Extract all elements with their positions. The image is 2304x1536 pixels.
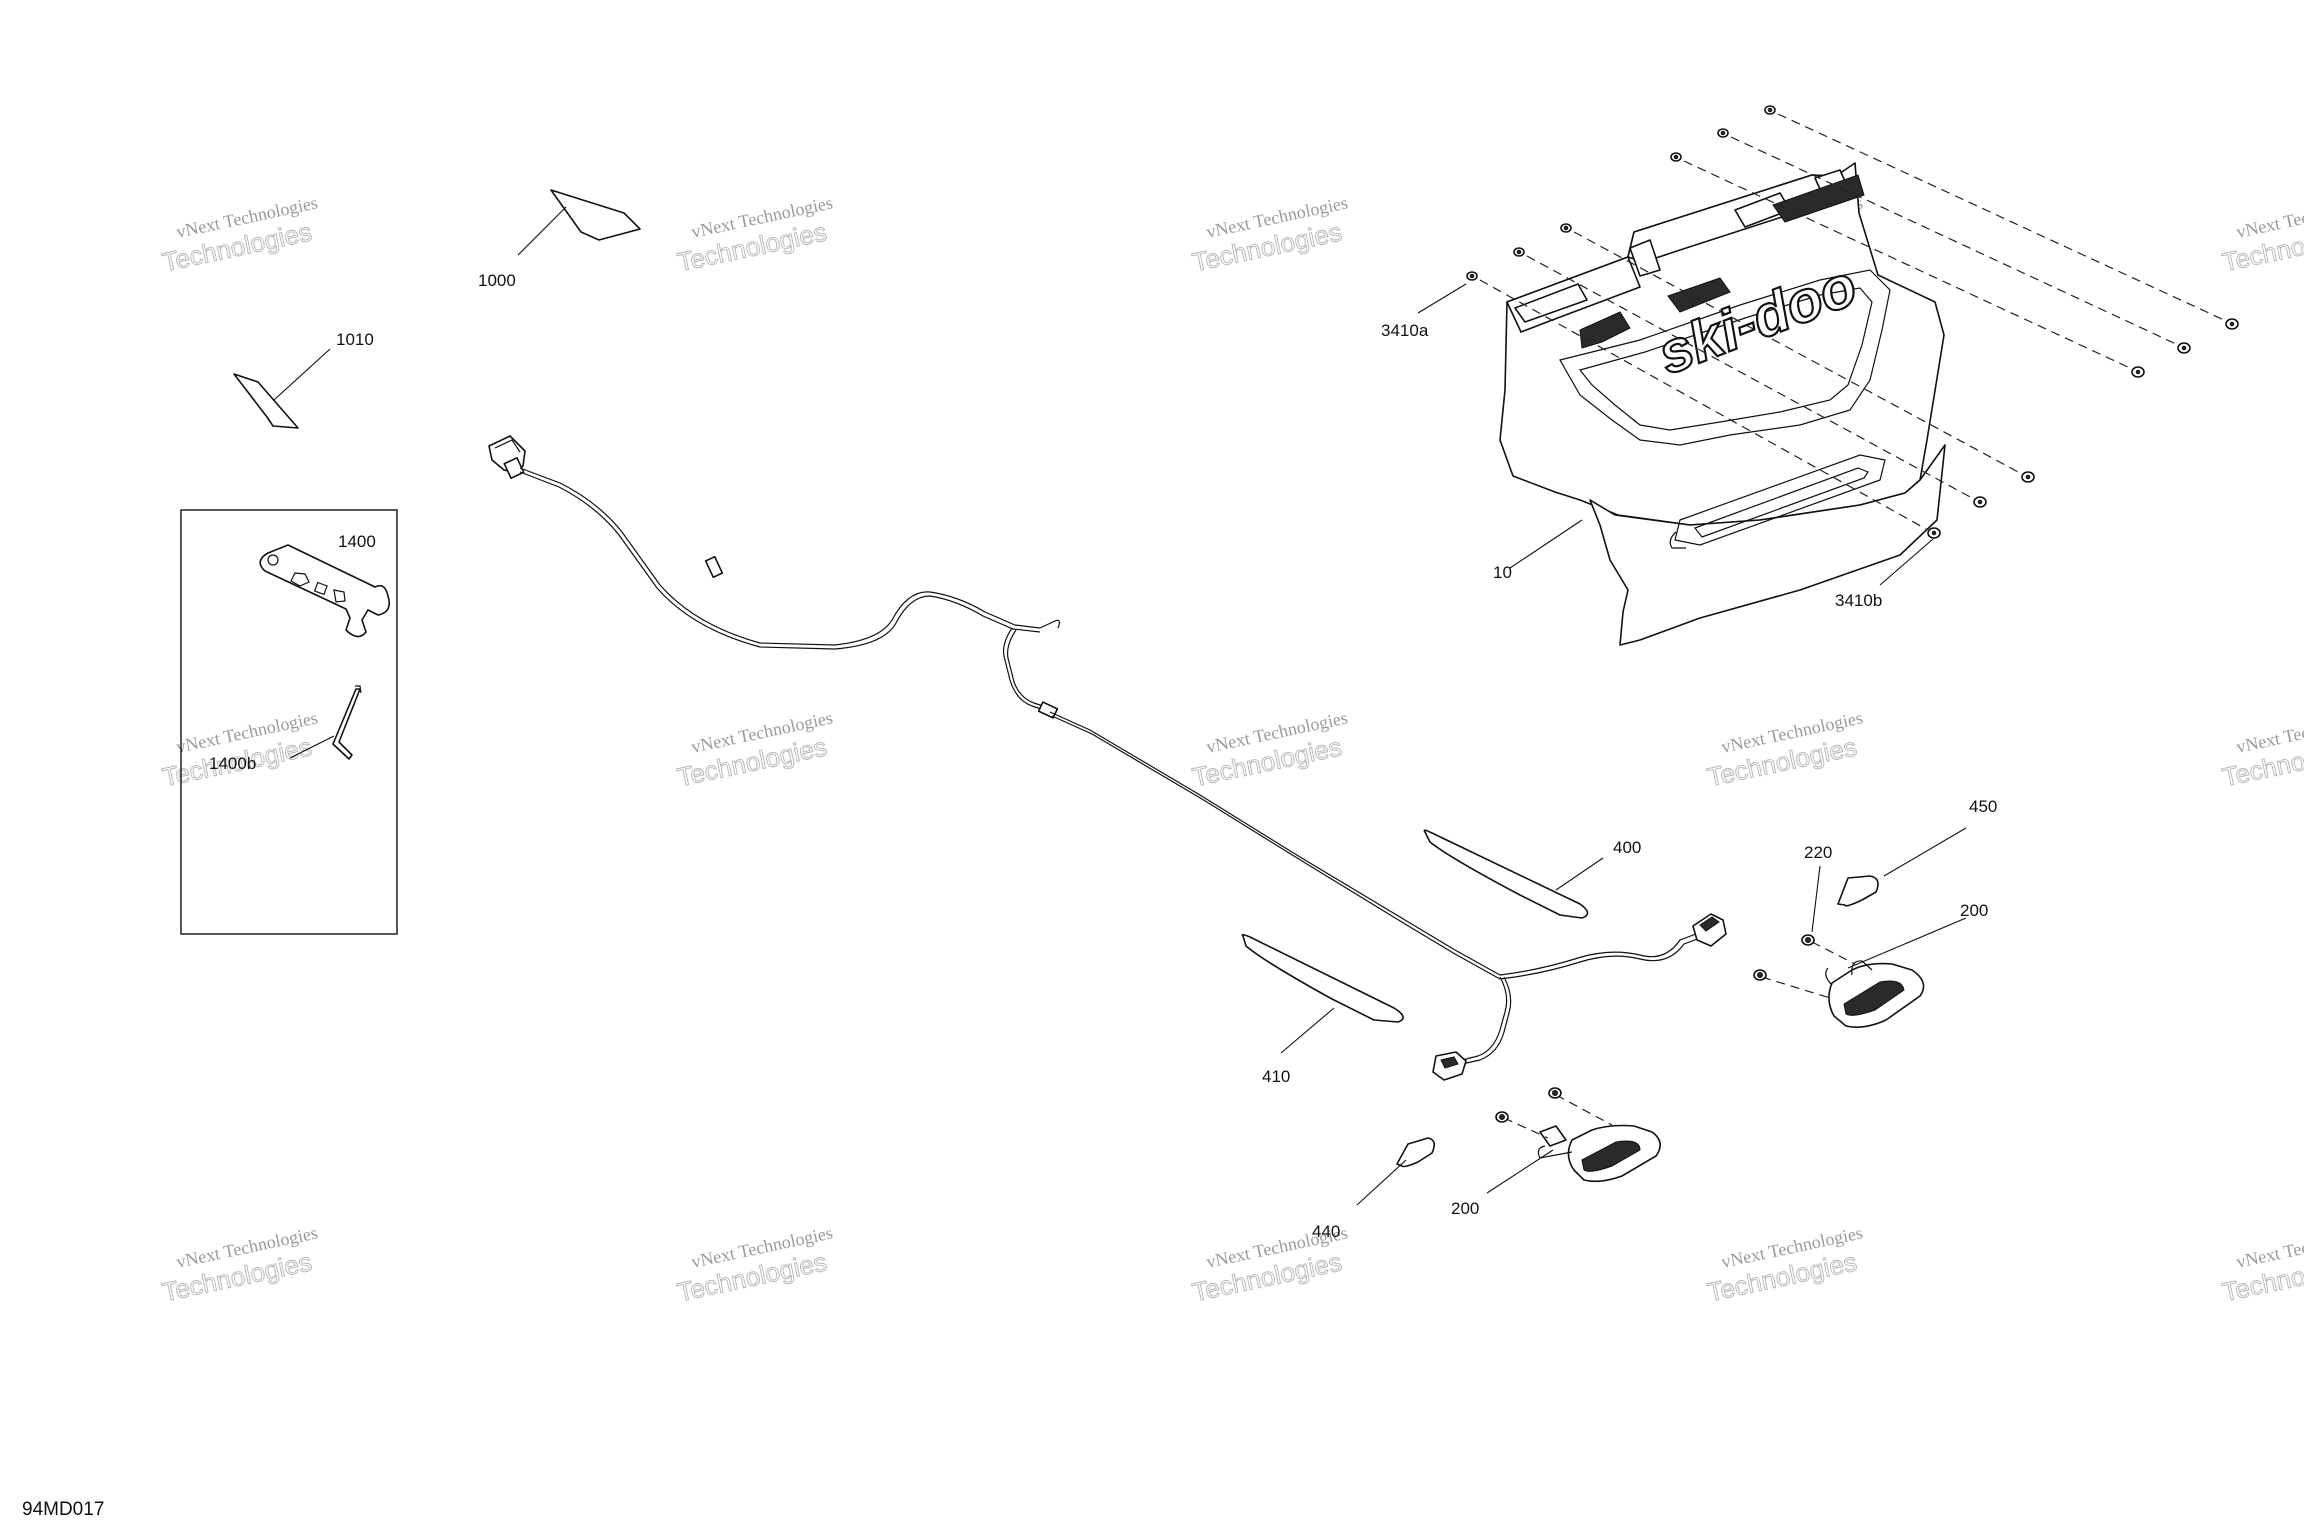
screw-center: [2229, 321, 2235, 327]
part-220-nuts: [1495, 865, 1821, 1123]
screw-center: [1977, 499, 1983, 505]
callout-450: 450: [1969, 797, 1997, 816]
harness-connector-right: [1692, 913, 1727, 947]
callout-1010: 1010: [336, 330, 374, 349]
part-410-reflector-strip: [1241, 933, 1404, 1054]
callout-1000: 1000: [478, 271, 516, 290]
screw-center: [2135, 369, 2141, 375]
assembly-axis-line: [1730, 136, 2177, 345]
callout-3410a: 3410a: [1381, 321, 1429, 340]
screw-center: [1931, 530, 1937, 536]
callout-410: 410: [1262, 1067, 1290, 1086]
part-450-decal: [1837, 827, 1967, 907]
callout-labels: 1000 1010 1400 1400b 3410a 3410b 10 400 …: [209, 271, 1997, 1241]
part-440-decal: [1356, 1137, 1436, 1206]
diagram-reference-code: 94MD017: [22, 1499, 104, 1520]
part-200-tail-lamp-lower: [1486, 1094, 1661, 1194]
callout-200-upper: 200: [1960, 901, 1988, 920]
assembly-axis-line: [1573, 231, 2021, 474]
part-400-reflector-strip: [1423, 829, 1604, 919]
part-10-rear-panel: ski-doo: [1499, 162, 1946, 646]
callout-400: 400: [1613, 838, 1641, 857]
screw-center: [1563, 225, 1569, 231]
assembly-axis-line: [1479, 279, 1927, 530]
callout-1400b: 1400b: [209, 754, 256, 773]
callout-3410b: 3410b: [1835, 591, 1882, 610]
wiring-harness: [488, 435, 1727, 1081]
part-1400-wrench: [259, 544, 391, 638]
callout-1400: 1400: [338, 532, 376, 551]
assembly-axis-line: [1683, 160, 2131, 369]
callout-220: 220: [1804, 843, 1832, 862]
fastener-screws: [1466, 105, 2239, 539]
part-1400b-hex-key: [289, 685, 362, 760]
screw-center: [1516, 249, 1522, 255]
callout-10: 10: [1493, 563, 1512, 582]
assembly-axis-line: [1777, 113, 2225, 321]
harness-connector-lower: [1432, 1051, 1467, 1081]
callout-440: 440: [1312, 1222, 1340, 1241]
tool-kit-box: [180, 509, 398, 935]
screw-center: [2025, 474, 2031, 480]
vent-grilles: [1579, 174, 1865, 349]
screw-center: [1673, 154, 1679, 160]
part-1000-decal: [517, 189, 641, 256]
screw-center: [1720, 130, 1726, 136]
part-200-tail-lamp-upper: [1761, 917, 1967, 1028]
screw-center: [2181, 345, 2187, 351]
screw-center: [1469, 273, 1475, 279]
harness-connector-left: [488, 435, 526, 480]
part-1010-decal: [233, 348, 331, 429]
callout-200-lower: 200: [1451, 1199, 1479, 1218]
assembly-axis-line: [1526, 255, 1973, 499]
screw-center: [1767, 107, 1773, 113]
